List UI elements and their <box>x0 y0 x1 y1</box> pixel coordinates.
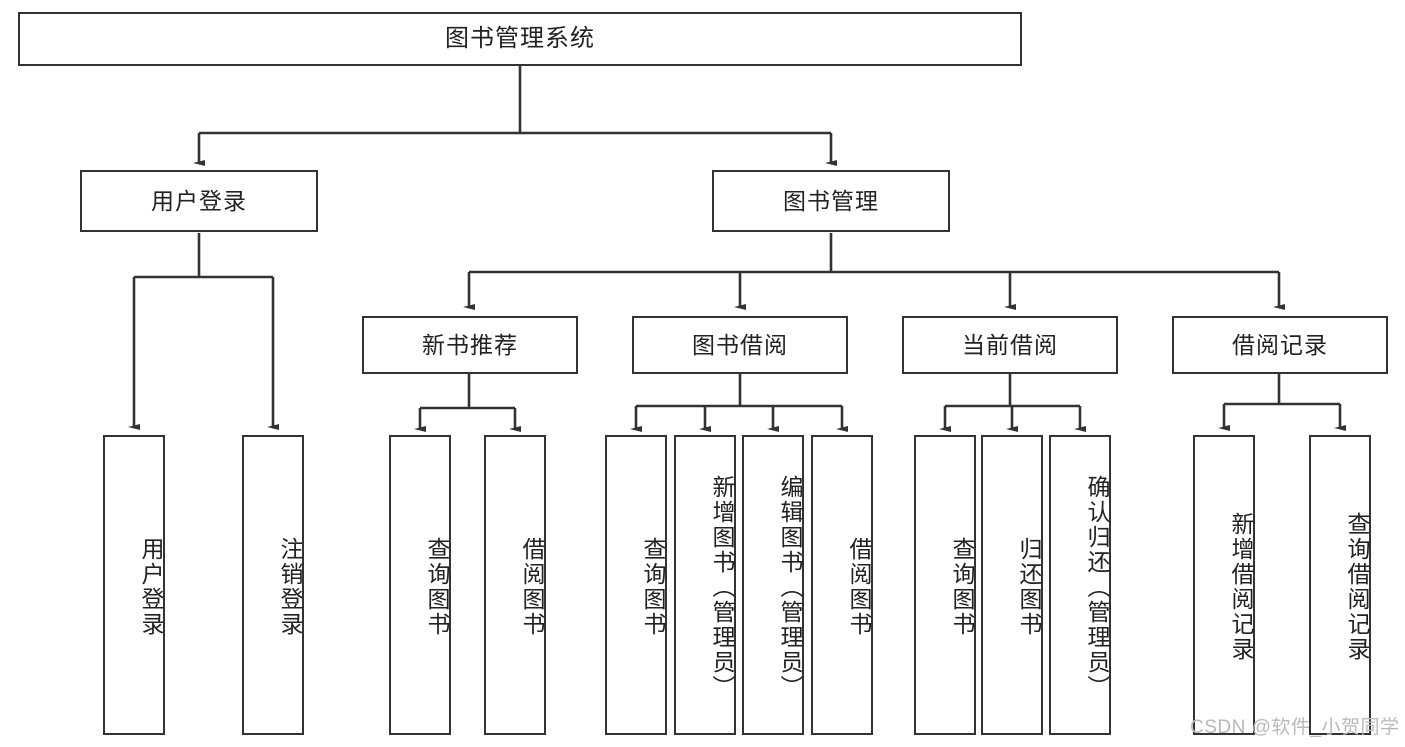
node-leaf-edit-book-label: 编辑图书（管理员） <box>777 474 803 700</box>
node-leaf-query-book-3[interactable]: 查询图书 <box>914 435 976 735</box>
node-leaf-confirm-return-label: 确认归还（管理员） <box>1084 474 1110 700</box>
node-root-label: 图书管理系统 <box>445 25 595 53</box>
node-leaf-add-book-label: 新增图书（管理员） <box>709 474 735 700</box>
node-current-borrow[interactable]: 当前借阅 <box>902 316 1118 374</box>
node-leaf-return-book-label: 归还图书 <box>1016 537 1042 637</box>
node-leaf-query-book-1-label: 查询图书 <box>424 537 450 637</box>
node-borrow-record[interactable]: 借阅记录 <box>1172 316 1388 374</box>
node-leaf-confirm-return[interactable]: 确认归还（管理员） <box>1049 435 1111 735</box>
node-leaf-borrow-book-2-label: 借阅图书 <box>846 537 872 637</box>
node-leaf-add-record-label: 新增借阅记录 <box>1228 512 1254 662</box>
node-leaf-borrow-book-1[interactable]: 借阅图书 <box>484 435 546 735</box>
node-leaf-add-book[interactable]: 新增图书（管理员） <box>674 435 736 735</box>
node-leaf-borrow-book-2[interactable]: 借阅图书 <box>811 435 873 735</box>
node-new-book-recommend[interactable]: 新书推荐 <box>362 316 578 374</box>
node-leaf-edit-book[interactable]: 编辑图书（管理员） <box>742 435 804 735</box>
node-leaf-query-book-3-label: 查询图书 <box>949 537 975 637</box>
node-leaf-logout-login[interactable]: 注销登录 <box>242 435 304 735</box>
node-leaf-add-record[interactable]: 新增借阅记录 <box>1193 435 1255 735</box>
node-leaf-user-login-label: 用户登录 <box>138 537 164 637</box>
node-leaf-query-book-1[interactable]: 查询图书 <box>389 435 451 735</box>
node-new-book-recommend-label: 新书推荐 <box>422 331 518 358</box>
node-leaf-query-record[interactable]: 查询借阅记录 <box>1309 435 1371 735</box>
node-user-login-label: 用户登录 <box>151 187 247 214</box>
node-book-borrow[interactable]: 图书借阅 <box>632 316 848 374</box>
node-user-login[interactable]: 用户登录 <box>80 170 318 232</box>
node-leaf-query-book-2[interactable]: 查询图书 <box>605 435 667 735</box>
node-book-manage-label: 图书管理 <box>783 187 879 214</box>
node-leaf-query-record-label: 查询借阅记录 <box>1344 512 1370 662</box>
node-root[interactable]: 图书管理系统 <box>18 12 1022 66</box>
node-leaf-user-login[interactable]: 用户登录 <box>103 435 165 735</box>
node-book-borrow-label: 图书借阅 <box>692 331 788 358</box>
node-leaf-logout-login-label: 注销登录 <box>277 537 303 637</box>
node-leaf-borrow-book-1-label: 借阅图书 <box>519 537 545 637</box>
node-book-manage[interactable]: 图书管理 <box>712 170 950 232</box>
node-leaf-return-book[interactable]: 归还图书 <box>981 435 1043 735</box>
node-borrow-record-label: 借阅记录 <box>1232 331 1328 358</box>
node-leaf-query-book-2-label: 查询图书 <box>640 537 666 637</box>
node-current-borrow-label: 当前借阅 <box>962 331 1058 358</box>
